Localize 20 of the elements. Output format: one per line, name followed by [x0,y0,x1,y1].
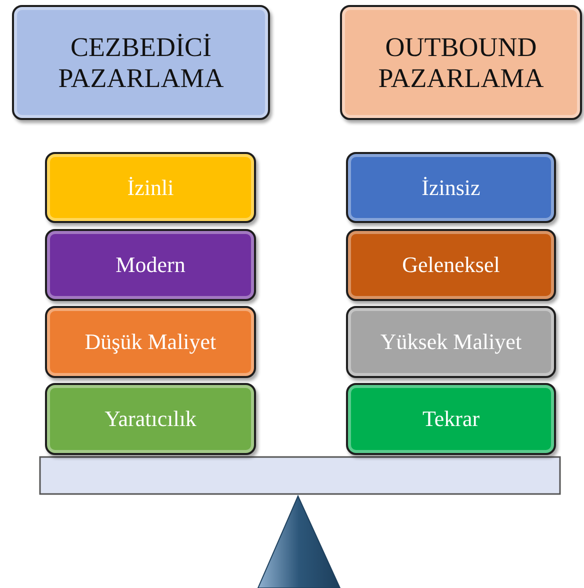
attribute-box [45,306,256,378]
attribute-label: Yaratıcılık [104,406,196,432]
attribute-box [45,383,256,455]
attribute-label: Modern [116,252,186,278]
heading-text: OUTBOUND PAZARLAMA [377,32,545,94]
attribute-label: Geleneksel [402,252,500,278]
heading-box [12,5,270,120]
attribute-label: Tekrar [422,406,480,432]
attribute-box [346,383,556,455]
attribute-box [346,152,556,223]
heading-text: CEZBEDİCİ PAZARLAMA [57,32,225,94]
attribute-box [346,229,556,301]
heading-box [340,5,582,120]
attribute-label: Yüksek Maliyet [380,329,522,355]
attribute-box [346,306,556,378]
attribute-box [45,229,256,301]
attribute-label: Düşük Maliyet [84,329,216,355]
attribute-label: İzinli [127,174,174,200]
attribute-box [45,152,256,223]
attribute-label: İzinsiz [422,174,480,200]
